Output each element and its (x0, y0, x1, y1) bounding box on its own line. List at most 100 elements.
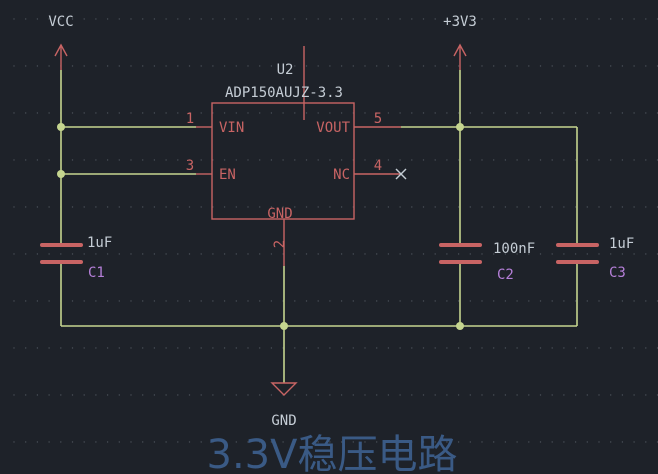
grid-dot (340, 112, 343, 114)
grid-dot (387, 159, 390, 161)
grid-dot (71, 65, 74, 67)
grid-dot (598, 206, 600, 208)
grid-dot (270, 394, 273, 396)
u2-symbol (196, 46, 401, 266)
grid-dot (610, 394, 612, 396)
grid-dot (446, 441, 448, 443)
grid-dot (188, 206, 191, 208)
grid-dot (282, 18, 284, 20)
grid-dot (235, 347, 237, 349)
grid-dot (188, 347, 191, 349)
grid-dot (48, 394, 50, 396)
grid-dot (142, 394, 144, 396)
grid-dot (610, 112, 612, 114)
c1-plate-top (40, 243, 83, 247)
grid-dot (13, 18, 15, 20)
grid-dot (329, 253, 331, 255)
grid-dot (399, 18, 401, 20)
grid-dot (36, 112, 39, 114)
grid-dot (71, 253, 74, 255)
grid-dot (317, 18, 319, 20)
grid-dot (516, 394, 518, 396)
grid-dot (399, 253, 401, 255)
grid-dot (528, 18, 530, 20)
grid-dot (528, 206, 530, 208)
grid-dot (574, 18, 577, 20)
grid-dot (528, 300, 530, 302)
grid-dot (481, 347, 483, 349)
grid-dot (633, 65, 635, 67)
grid-dot (457, 18, 460, 20)
pin1-name: VIN (219, 120, 244, 136)
grid-dot (223, 253, 226, 255)
grid-dot (434, 18, 436, 20)
grid-dot (493, 65, 495, 67)
grid-dot (469, 394, 471, 396)
grid-dot (434, 112, 436, 114)
grid-dot (340, 206, 343, 208)
grid-dot (294, 18, 296, 20)
grid-dot (399, 300, 401, 302)
grid-dot (446, 65, 448, 67)
grid-dot (118, 300, 121, 302)
grid-dot (376, 300, 378, 302)
grid-dot (387, 347, 390, 349)
grid-dot (598, 347, 600, 349)
grid-dot (142, 18, 144, 20)
grid-dot (329, 206, 331, 208)
grid-dot (633, 253, 635, 255)
grid-dot (305, 394, 308, 396)
grid-dot (95, 206, 97, 208)
c1-plate-bottom (40, 260, 83, 264)
grid-dot (259, 441, 261, 443)
grid-dot (340, 300, 343, 302)
grid-dot (516, 112, 518, 114)
c3-plate-bottom (556, 260, 599, 264)
grid-dot (25, 253, 27, 255)
grid-dot (645, 18, 647, 20)
grid-dot (305, 18, 308, 20)
grid-dot (247, 65, 249, 67)
grid-dot (247, 394, 249, 396)
grid-dot (165, 65, 167, 67)
grid-dot (493, 206, 495, 208)
grid-dot (130, 159, 132, 161)
grid-dot (200, 18, 202, 20)
grid-dot (36, 65, 39, 67)
grid-dot (247, 253, 249, 255)
grid-dot (422, 253, 425, 255)
grid-dot (446, 300, 448, 302)
grid-dot (481, 253, 483, 255)
grid-dot (446, 112, 448, 114)
junction-gnd (280, 322, 288, 330)
grid-dot (36, 159, 39, 161)
grid-dot (142, 441, 144, 443)
grid-dot (516, 347, 518, 349)
grid-dot (422, 65, 425, 67)
grid-dot (645, 65, 647, 67)
grid-dot (446, 394, 448, 396)
grid-dot (411, 394, 413, 396)
grid-dot (457, 65, 460, 67)
grid-dot (13, 300, 15, 302)
grid-dot (469, 65, 471, 67)
grid-dot (282, 65, 284, 67)
grid-dot (574, 159, 577, 161)
grid-dot (13, 441, 15, 443)
grid-dot (305, 206, 308, 208)
grid-dot (270, 300, 273, 302)
grid-dot (563, 441, 565, 443)
grid-dot (457, 347, 460, 349)
grid-dot (95, 394, 97, 396)
grid-dot (259, 159, 261, 161)
grid-dot (621, 206, 624, 208)
grid-dot (621, 65, 624, 67)
grid-dot (376, 347, 378, 349)
grid-dot (83, 18, 85, 20)
grid-dot (563, 347, 565, 349)
grid-dot (364, 394, 366, 396)
grid-dot (364, 206, 366, 208)
grid-dot (563, 65, 565, 67)
vcc-arrow-icon (54, 43, 68, 57)
